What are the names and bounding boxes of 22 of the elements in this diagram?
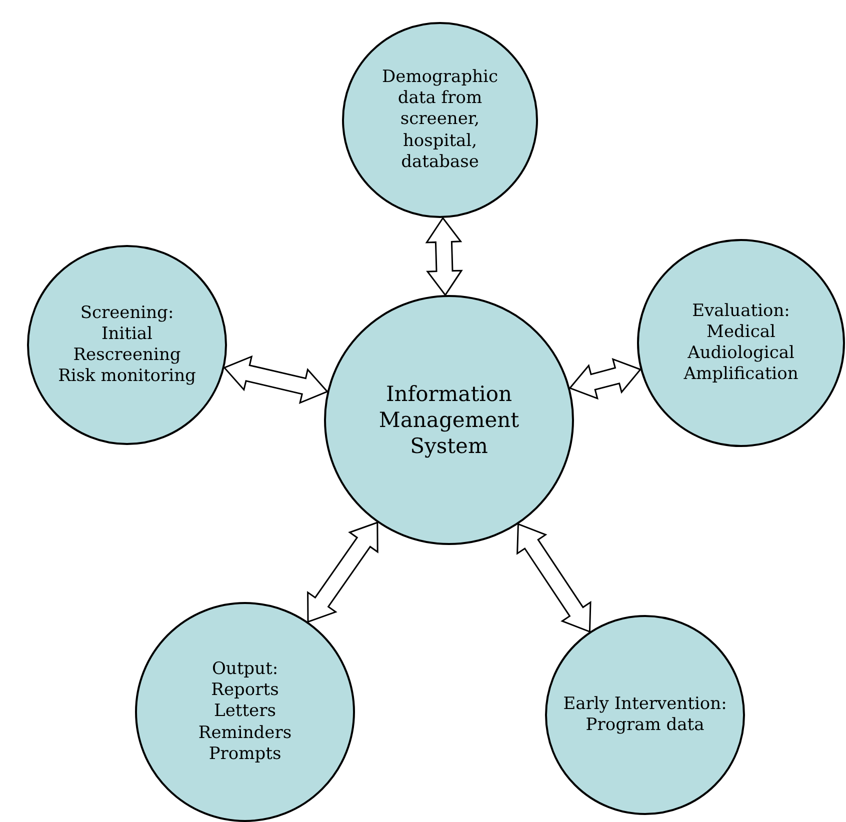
node-text: Medical	[706, 322, 776, 343]
node-text: Audiological	[688, 343, 794, 364]
node-text: Initial	[102, 324, 152, 345]
node-text: Program data	[586, 715, 704, 736]
double-arrow	[425, 216, 463, 296]
node-text: Letters	[214, 701, 276, 723]
node-text: Amplification	[684, 364, 798, 386]
double-arrow	[307, 521, 378, 623]
node-text: Risk monitoring	[58, 366, 196, 388]
double-arrow	[223, 355, 329, 404]
node-text: Reminders	[198, 722, 292, 744]
double-arrow	[568, 358, 642, 400]
node-text: Rescreening	[73, 345, 181, 366]
node-text: Evaluation:	[692, 300, 790, 322]
node-text: Prompts	[208, 744, 282, 766]
node-text: Information Management System	[378, 380, 520, 460]
node-text: Early Intervention:	[563, 694, 727, 715]
node-text: Screening:	[80, 302, 174, 324]
double-arrow	[516, 523, 592, 633]
node-text: Output:	[212, 658, 278, 680]
node-text: Reports	[211, 680, 279, 702]
node-text: Demographic data from screener, hospital, database	[381, 66, 499, 174]
